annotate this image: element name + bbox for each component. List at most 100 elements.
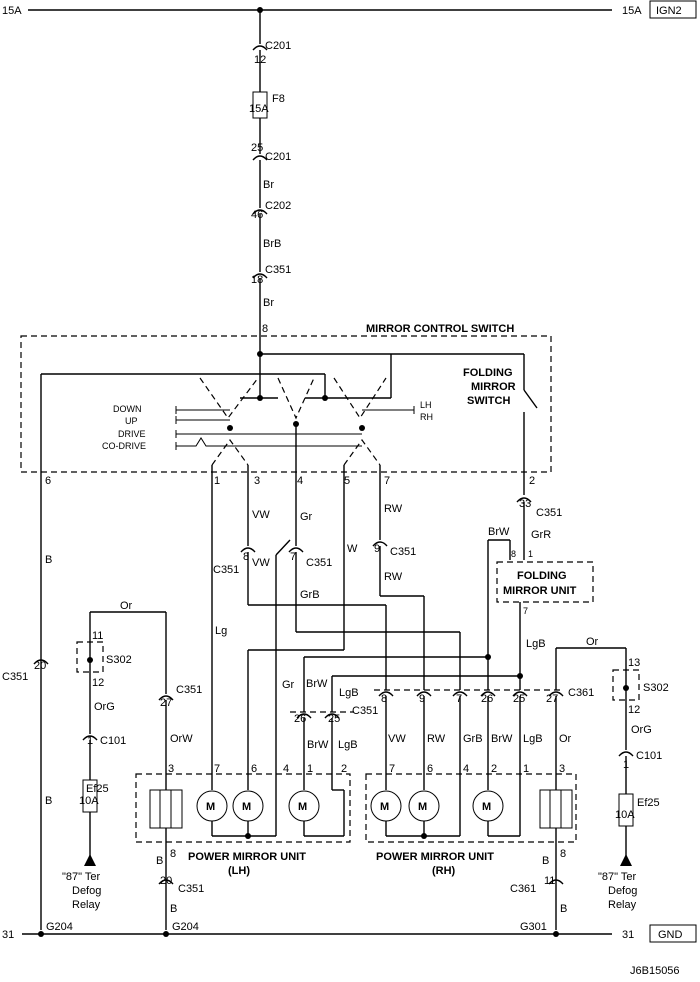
gnd-tag: GND (658, 929, 683, 941)
switch-lh-label: LH (420, 400, 432, 410)
rh-unit-pin-3: 3 (559, 763, 565, 775)
c351-9-label: C351 (390, 546, 416, 558)
switch-pin-4: 4 (297, 475, 303, 487)
wire-brb: BrB (263, 238, 281, 250)
folding-unit-line2: MIRROR UNIT (503, 585, 577, 597)
switch-drive-label: DRIVE (118, 429, 146, 439)
right-relay-line1: "87" Ter (598, 871, 637, 883)
wire-rw-2: RW (384, 571, 403, 583)
c201-top-pin: 12 (254, 54, 266, 66)
g301: G301 (520, 921, 547, 933)
folding-switch-line1: FOLDING (463, 367, 513, 379)
left-relay-line2: Defog (72, 885, 101, 897)
c351-7-pin: 7 (290, 551, 296, 563)
rh-unit-pin-4: 4 (463, 763, 469, 775)
rh-wire-brw: BrW (491, 733, 513, 745)
switch-pin-1: 1 (214, 475, 220, 487)
rh-c361-11-pin: 11 (544, 875, 555, 887)
c351-18-pin: 18 (251, 274, 263, 286)
rh-wire-b: B (542, 855, 549, 867)
lh-pin-2: 2 (341, 763, 347, 775)
lh-pin-26: 26 (294, 713, 306, 725)
lh-motor-2-label: M (242, 801, 251, 813)
power-mirror-unit-lh: 3 7 6 4 1 2 M M M POWER MIRROR UNIT (LH)… (135, 763, 351, 930)
lh-pin-6: 6 (251, 763, 257, 775)
rh-motor-2-label: M (418, 801, 427, 813)
c201-top-label: C201 (265, 40, 291, 52)
lh-motor-3-label: M (298, 801, 307, 813)
lh-motor-1-label: M (206, 801, 215, 813)
lh-pin-25: 25 (328, 713, 340, 725)
left-c101: C101 (100, 735, 126, 747)
left-s302: S302 (106, 654, 132, 666)
lh-c351: C351 (352, 705, 378, 717)
left-or: Or (120, 600, 133, 612)
left-ef25: Ef25 (86, 783, 109, 795)
right-c101: C101 (636, 750, 662, 762)
wire-grb-1: GrB (300, 589, 320, 601)
wire-br-2: Br (263, 297, 274, 309)
wire-w: W (347, 543, 358, 555)
lh-unit-title-1: POWER MIRROR UNIT (188, 851, 306, 863)
rh-wire-vw: VW (388, 733, 406, 745)
c351-7-label: C351 (306, 557, 332, 569)
rh-wire-b-2: B (560, 903, 567, 915)
c202-label: C202 (265, 200, 291, 212)
lh-pin-3: 3 (168, 763, 174, 775)
switch-pin-8: 8 (262, 323, 268, 335)
right-defog-feed: Or 13 S302 12 OrG 1 C101 Ef25 10A "87" T… (555, 636, 669, 911)
wire-b-left: B (45, 554, 52, 566)
folding-switch-line2: MIRROR (471, 381, 516, 393)
lh-brw: BrW (306, 678, 328, 690)
left-orw: OrW (170, 733, 193, 745)
fold-pin-1: 1 (528, 549, 533, 559)
rh-pin-26: 26 (481, 693, 493, 705)
power-mirror-unit-rh: 7 6 4 2 1 3 M M M POWER MIRROR UNIT (RH)… (365, 763, 577, 930)
c351-33-label: C351 (536, 507, 562, 519)
switch-pin-6: 6 (45, 475, 51, 487)
right-relay-line2: Defog (608, 885, 637, 897)
wire-vw-1: VW (252, 509, 270, 521)
lh-gr: Gr (282, 679, 295, 691)
lh-unit-title-2: (LH) (228, 865, 250, 877)
wire-rw-1: RW (384, 503, 403, 515)
folding-unit-line1: FOLDING (517, 570, 567, 582)
rh-unit-title-1: POWER MIRROR UNIT (376, 851, 494, 863)
g204-center: G204 (172, 921, 199, 933)
switch-pin-2: 2 (529, 475, 535, 487)
diagram-code: J6B15056 (630, 965, 680, 977)
rh-pin-8: 8 (381, 693, 387, 705)
lh-connectors: Gr BrW LgB 26 25 C351 BrW LgB (282, 678, 378, 791)
lh-wire-b-2: B (170, 903, 177, 915)
folding-switch-line3: SWITCH (467, 395, 510, 407)
left-c351-27: C351 (176, 684, 202, 696)
c202-pin: 46 (251, 209, 263, 221)
lh-wire-b: B (156, 855, 163, 867)
wire-grr: GrR (531, 529, 551, 541)
lh-c351-20-pin: 20 (160, 875, 172, 887)
switch-down-label: DOWN (113, 404, 142, 414)
lh-brw-2: BrW (307, 739, 329, 751)
supply-left-label: 15A (2, 5, 22, 17)
mirror-control-switch: MIRROR CONTROL SWITCH FOLDING MIRROR SWI… (20, 323, 552, 930)
rh-unit-title-2: (RH) (432, 865, 456, 877)
lh-lgb-2: LgB (338, 739, 358, 751)
rh-pin-7: 7 (456, 693, 462, 705)
c351-8-label: C351 (213, 564, 239, 576)
wire-lgb-right: LgB (526, 638, 546, 650)
ign2-tag: IGN2 (656, 5, 682, 17)
c351-9-pin: 9 (374, 543, 380, 555)
switch-output-wires: Lg VW 8 C351 VW Gr 7 C351 GrB W RW 9 (211, 424, 594, 837)
fold-pin-8: 8 (511, 549, 516, 559)
fuse-f8-rating: 15A (249, 103, 269, 115)
lh-c351-20-label: C351 (178, 883, 204, 895)
rh-unit-pin-2: 2 (491, 763, 497, 775)
lh-pin-1: 1 (307, 763, 313, 775)
right-s302-pin-bot: 12 (628, 704, 640, 716)
fold-pin-7: 7 (523, 606, 528, 616)
supply-right-label: 15A (622, 5, 642, 17)
supply-rail: 15A 15A IGN2 (2, 0, 697, 19)
switch-pin-7: 7 (384, 475, 390, 487)
wire-b-left-2: B (45, 795, 52, 807)
